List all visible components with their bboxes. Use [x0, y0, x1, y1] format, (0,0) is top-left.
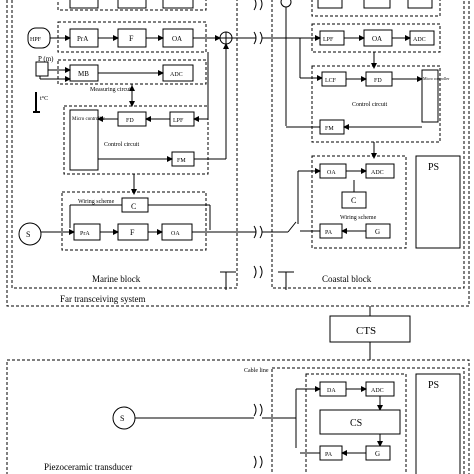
lower-adc-label: ADC [371, 388, 384, 394]
marine-f-label: F [129, 34, 134, 43]
lower-ps-label: PS [428, 380, 439, 391]
marine-block-label: Marine block [92, 274, 141, 284]
marine-top-dashed-group [57, 0, 207, 11]
lower-da-label: DA [327, 388, 336, 394]
marine-hpf-label: HPF [30, 37, 42, 43]
marine-s-transducer [18, 222, 42, 246]
coastal-block-frame [271, 0, 465, 289]
cable-line-label: Cable line [244, 368, 269, 374]
marine-control-label: Control circuit [104, 142, 139, 148]
marine-pra2-label: PrA [80, 231, 90, 237]
marine-control-group [63, 105, 209, 175]
marine-micro-label: Micro controller [72, 117, 105, 122]
coastal-block-label: Coastal block [322, 274, 372, 284]
coastal-c-label: C [351, 196, 356, 205]
coastal-control-label: Control circuit [352, 102, 387, 108]
marine-measuring-label: Measuring circuit [90, 87, 133, 93]
lower-system-frame [6, 359, 470, 474]
marine-oa2-label: OA [171, 231, 180, 237]
cts-label: CTS [356, 325, 376, 337]
coastal-top-box-2 [363, 0, 391, 9]
marine-pressure-sensor [35, 61, 49, 77]
marine-mb-label: MB [78, 70, 89, 78]
marine-adc-label: ADC [170, 72, 183, 78]
coastal-lcf-label: LCF [325, 78, 337, 84]
coastal-ps-label: PS [428, 162, 439, 173]
lower-pa-label: PA [325, 452, 333, 458]
marine-top-box-3 [162, 0, 194, 9]
marine-f2-label: F [130, 228, 135, 237]
piezo-label: Piezoceramic transducer [44, 462, 132, 472]
far-transceiving-system-frame [6, 0, 470, 307]
marine-lpf-label: LPF [173, 118, 184, 124]
coastal-pa-label: PA [325, 230, 333, 236]
lower-right-block-frame [271, 367, 465, 474]
marine-fd-label: FD [126, 118, 134, 124]
far-system-label: Far transceiving system [60, 294, 145, 304]
coastal-top-summing-node [280, 0, 292, 8]
marine-c-label: C [131, 202, 136, 211]
marine-wiring-label: Wiring scheme [78, 199, 115, 205]
marine-s-label: S [26, 230, 30, 239]
coastal-g-label: G [375, 228, 380, 236]
marine-top-box-2 [117, 0, 147, 9]
marine-oa-label: OA [172, 35, 182, 43]
marine-block-frame [11, 0, 238, 289]
coastal-fd-label: FD [374, 78, 382, 84]
marine-temp-label: t°C [40, 95, 48, 102]
marine-hpf-group [57, 21, 207, 53]
coastal-wiring-label: Wiring scheme [340, 215, 377, 221]
coastal-control-group [311, 65, 441, 143]
coastal-micro-box [421, 69, 439, 123]
marine-p-label: P (m) [38, 55, 54, 63]
marine-pra-label: PrA [77, 35, 88, 43]
lower-s-label: S [120, 414, 124, 423]
lower-cs-box [319, 409, 401, 435]
coastal-top-box-1 [317, 0, 343, 9]
marine-micro-box [69, 109, 99, 171]
coastal-oa2-label: OA [327, 170, 336, 176]
coastal-adc-label: ADC [413, 37, 426, 43]
marine-wiring-group [61, 191, 207, 251]
coastal-lpf-label: LPF [323, 37, 334, 43]
coastal-ps-box [415, 155, 461, 249]
coastal-fm-label: FM [325, 126, 334, 132]
coastal-top-box-3 [407, 0, 433, 9]
coastal-micro-label: Micro controller [423, 76, 450, 81]
marine-top-box-1 [69, 0, 99, 9]
marine-fm-label: FM [177, 158, 186, 164]
lower-g-label: G [375, 450, 380, 458]
coastal-top-group [311, 0, 441, 17]
lower-cs-label: CS [350, 418, 362, 429]
lower-dashed-group [305, 373, 407, 474]
coastal-adc2-label: ADC [371, 170, 384, 176]
lower-ps-box [415, 373, 461, 474]
coastal-lower-group [311, 155, 407, 249]
coastal-oa-label: OA [372, 35, 382, 43]
